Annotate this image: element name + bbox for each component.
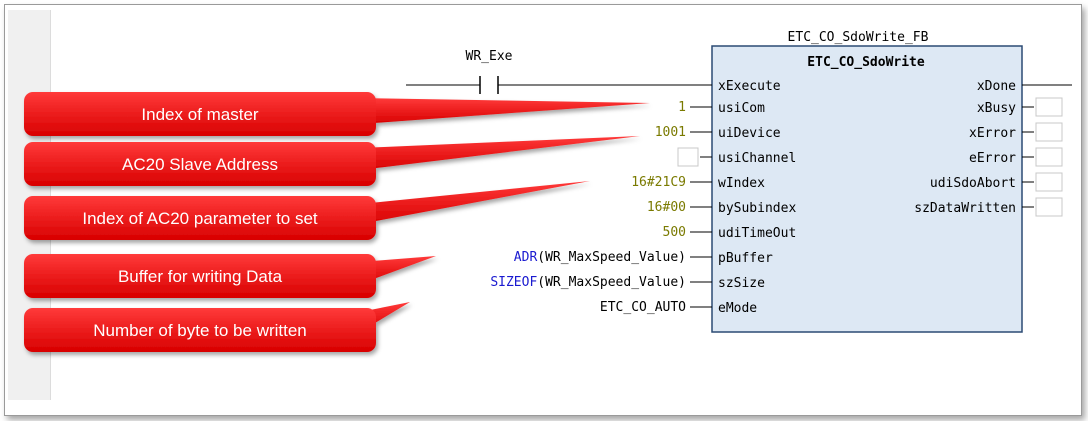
pin-pbuffer: pBuffer xyxy=(718,251,773,266)
uidevice-value[interactable]: 1001 xyxy=(655,125,686,140)
pin-usicom: usiCom xyxy=(718,101,765,116)
windex-value[interactable]: 16#21C9 xyxy=(631,175,686,190)
pin-eerror: eError xyxy=(969,151,1016,166)
pin-szsize: szSize xyxy=(718,276,765,291)
pin-uditimeout: udiTimeOut xyxy=(718,226,796,241)
pin-bysubindex: bySubindex xyxy=(718,201,796,216)
callout-text: Index of master xyxy=(141,105,259,124)
callout-buffer-for-writing-data: Buffer for writing Data xyxy=(24,254,436,298)
callout-text: Number of byte to be written xyxy=(93,321,307,340)
pin-uidevice: uiDevice xyxy=(718,126,781,141)
xbusy-var-box[interactable] xyxy=(1035,97,1063,117)
pin-emode: eMode xyxy=(718,301,757,316)
szsize-arg: (WR_MaxSpeed_Value) xyxy=(537,275,686,290)
szsize-value[interactable]: SIZEOF(WR_MaxSpeed_Value) xyxy=(490,275,686,290)
bysubindex-value[interactable]: 16#00 xyxy=(647,200,686,215)
callout-text: AC20 Slave Address xyxy=(122,155,278,174)
pin-xexecute: xExecute xyxy=(718,79,781,94)
callout-text: Buffer for writing Data xyxy=(118,267,283,286)
fb-outputs: xDone xBusy xError eError udiSdoAbort sz… xyxy=(914,79,1016,216)
usicom-value[interactable]: 1 xyxy=(678,100,686,115)
pin-udisdoabort: udiSdoAbort xyxy=(930,176,1016,191)
function-block[interactable] xyxy=(711,45,1023,333)
fb-type-name: ETC_CO_SdoWrite xyxy=(807,55,925,70)
emode-value[interactable]: ETC_CO_AUTO xyxy=(600,300,686,315)
pbuffer-value[interactable]: ADR(WR_MaxSpeed_Value) xyxy=(514,250,686,265)
pbuffer-func: ADR xyxy=(514,250,538,265)
pin-xerror: xError xyxy=(969,126,1016,141)
callout-number-of-bytes: Number of byte to be written xyxy=(24,302,410,352)
szsize-func: SIZEOF xyxy=(490,275,537,290)
callout-index-of-master: Index of master xyxy=(24,92,650,136)
uditimeout-value[interactable]: 500 xyxy=(663,225,686,240)
eerror-var-box[interactable] xyxy=(1035,147,1063,167)
pin-xbusy: xBusy xyxy=(977,101,1016,116)
pbuffer-arg: (WR_MaxSpeed_Value) xyxy=(537,250,686,265)
udisdoabort-var-box[interactable] xyxy=(1035,172,1063,192)
callout-ac20-parameter-index: Index of AC20 parameter to set xyxy=(24,181,590,240)
pin-usichannel: usiChannel xyxy=(718,151,796,166)
xerror-var-box[interactable] xyxy=(1035,122,1063,142)
fb-instance-name: ETC_CO_SdoWrite_FB xyxy=(788,30,929,45)
callout-ac20-slave-address: AC20 Slave Address xyxy=(24,136,640,186)
output-wires xyxy=(1022,84,1072,208)
szdatawritten-var-box[interactable] xyxy=(1035,197,1063,217)
pin-szdatawritten: szDataWritten xyxy=(914,201,1016,216)
input-values: 1 1001 16#21C9 16#00 500 ADR(WR_MaxSpeed… xyxy=(490,100,699,315)
fb-inputs: xExecute usiCom uiDevice usiChannel wInd… xyxy=(718,79,796,316)
usichannel-var-box[interactable] xyxy=(677,147,699,167)
pin-xdone: xDone xyxy=(977,79,1016,94)
pin-windex: wIndex xyxy=(718,176,765,191)
contact-wr-exe[interactable]: WR_Exe xyxy=(466,49,513,94)
input-wires xyxy=(406,84,712,308)
contact-label: WR_Exe xyxy=(466,49,513,64)
callout-text: Index of AC20 parameter to set xyxy=(82,209,318,228)
output-variable-boxes xyxy=(1035,97,1063,217)
